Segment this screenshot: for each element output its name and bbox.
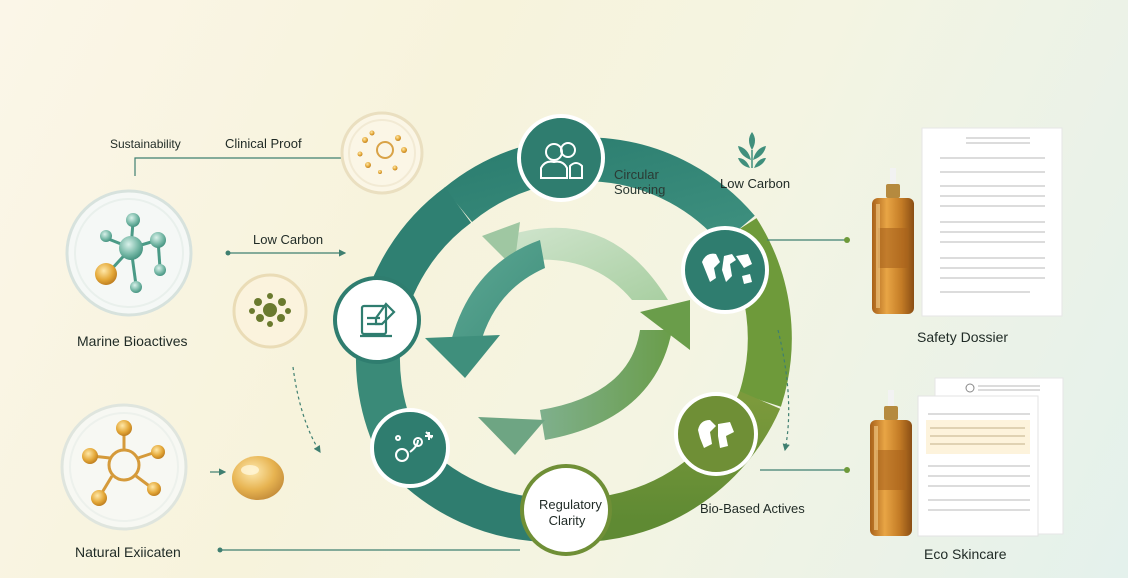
moss-dish-graphic (232, 273, 308, 349)
label-natural-excipient: Natural Exiicaten (75, 544, 181, 560)
natural-molecule-graphic (60, 403, 188, 531)
node-molecule[interactable] (370, 408, 450, 488)
label-safety-dossier: Safety Dossier (917, 329, 1009, 345)
label-sustainability: Sustainability (110, 137, 181, 151)
node-regulatory-clarity[interactable] (520, 464, 612, 556)
label-low-carbon-right: Low Carbon (720, 176, 791, 191)
oil-drop-graphic (232, 456, 284, 500)
label-clinical-proof: Clinical Proof (225, 136, 302, 151)
node-globe[interactable] (674, 392, 758, 476)
connectors (134, 157, 850, 553)
label-circular-sourcing: Circular Sourcing (614, 167, 666, 197)
label-low-carbon-left: Low Carbon (253, 232, 324, 247)
community-icon (540, 142, 583, 179)
node-world-map[interactable] (681, 226, 769, 314)
globe-icon (698, 420, 734, 448)
safety-dossier-graphic (872, 127, 1063, 317)
clinical-dish-graphic (340, 111, 424, 195)
marine-molecule-graphic (65, 189, 193, 317)
label-regulatory-clarity: Regulatory Clarity (539, 497, 602, 528)
label-marine-bioactives: Marine Bioactives (77, 333, 188, 349)
world-map-icon (702, 253, 752, 284)
node-circular-sourcing[interactable] (517, 114, 605, 202)
molecule-icon (395, 431, 433, 462)
label-eco-skincare: Eco Skincare (924, 546, 1007, 562)
node-regulatory-left[interactable] (333, 276, 421, 364)
leaf-sprig-icon (738, 132, 766, 168)
eco-skincare-graphic (870, 377, 1064, 537)
inner-arrows (425, 222, 690, 455)
label-bio-based-actives: Bio-Based Actives (700, 501, 805, 516)
document-edit-icon (360, 302, 396, 338)
